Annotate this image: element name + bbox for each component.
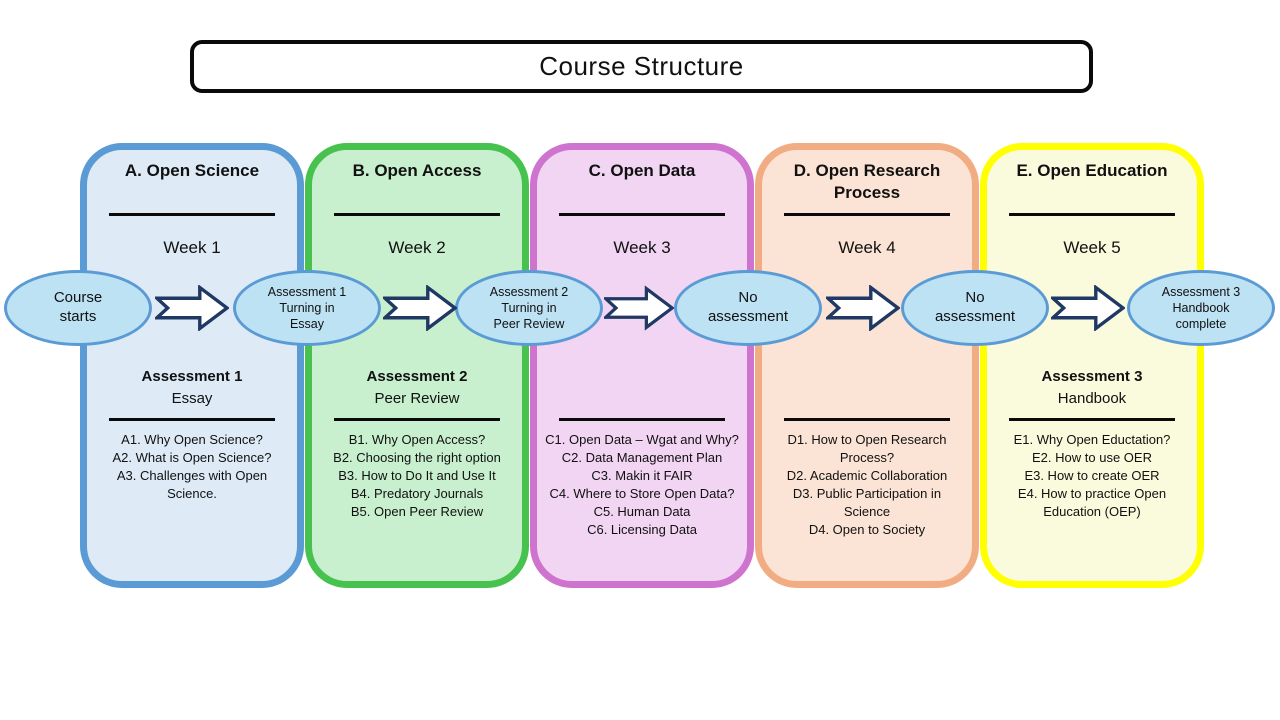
divider-line: [1009, 213, 1175, 216]
diagram-title: Course Structure: [190, 40, 1093, 93]
arrow-right-icon: [155, 285, 229, 331]
arrow-right-icon: [604, 285, 674, 331]
assessment-title: Assessment 3: [1041, 368, 1143, 385]
topic-list: C1. Open Data – Wgat and Why? C2. Data M…: [545, 432, 739, 537]
divider-line: [559, 418, 725, 421]
topic-list: D1. How to Open Research Process? D2. Ac…: [786, 432, 948, 537]
column-open-education: E. Open Education Week 5 Assessment 3 Ha…: [980, 143, 1204, 588]
column-open-data: C. Open Data Week 3 C1. Open Data – Wgat…: [530, 143, 754, 588]
assessment-block: Assessment 2 Peer Review: [312, 366, 522, 410]
milestone-ellipse: Assessment 2 Turning in Peer Review: [455, 270, 603, 346]
assessment-title: Assessment 2: [366, 368, 468, 385]
milestone-label: No assessment: [707, 289, 789, 325]
milestone-label: Assessment 2 Turning in Peer Review: [489, 284, 569, 332]
diagram-title-text: Course Structure: [539, 51, 744, 81]
week-label: Week 4: [838, 238, 896, 257]
week-label: Week 2: [388, 238, 446, 257]
milestone-label: Course starts: [53, 289, 103, 325]
divider-line: [559, 213, 725, 216]
milestone-ellipse: No assessment: [901, 270, 1049, 346]
milestone-ellipse: No assessment: [674, 270, 822, 346]
column-heading: A. Open Science: [124, 161, 260, 180]
column-open-access: B. Open Access Week 2 Assessment 2 Peer …: [305, 143, 529, 588]
arrow-right-icon: [1051, 285, 1125, 331]
column-open-science: A. Open Science Week 1 Assessment 1 Essa…: [80, 143, 304, 588]
column-open-research-process: D. Open Research Process Week 4 D1. How …: [755, 143, 979, 588]
divider-line: [334, 418, 500, 421]
divider-line: [784, 213, 950, 216]
topic-list: B1. Why Open Access? B2. Choosing the ri…: [333, 432, 501, 519]
assessment-type: Peer Review: [374, 389, 460, 407]
divider-line: [784, 418, 950, 421]
milestone-ellipse: Assessment 1 Turning in Essay: [233, 270, 381, 346]
milestone-ellipse: Assessment 3 Handbook complete: [1127, 270, 1275, 346]
divider-line: [1009, 418, 1175, 421]
divider-line: [109, 213, 275, 216]
milestone-label: Assessment 3 Handbook complete: [1161, 284, 1241, 332]
week-label: Week 1: [163, 238, 221, 257]
topic-list: A1. Why Open Science? A2. What is Open S…: [112, 432, 272, 501]
column-heading: D. Open Research Process: [793, 161, 941, 203]
column-heading: E. Open Education: [1016, 161, 1168, 180]
assessment-block: Assessment 1 Essay: [87, 366, 297, 410]
assessment-title: Assessment 1: [141, 368, 243, 385]
divider-line: [109, 418, 275, 421]
milestone-label: No assessment: [934, 289, 1016, 325]
assessment-type: Essay: [171, 389, 213, 407]
week-label: Week 5: [1063, 238, 1121, 257]
divider-line: [334, 213, 500, 216]
column-heading: B. Open Access: [352, 161, 482, 180]
milestone-ellipse: Course starts: [4, 270, 152, 346]
milestone-label: Assessment 1 Turning in Essay: [267, 284, 347, 332]
arrow-right-icon: [826, 285, 900, 331]
column-heading: C. Open Data: [588, 161, 696, 180]
assessment-type: Handbook: [1057, 389, 1127, 407]
topic-list: E1. Why Open Eductation? E2. How to use …: [1013, 432, 1171, 519]
week-label: Week 3: [613, 238, 671, 257]
arrow-right-icon: [383, 285, 457, 331]
assessment-block: Assessment 3 Handbook: [987, 366, 1197, 410]
